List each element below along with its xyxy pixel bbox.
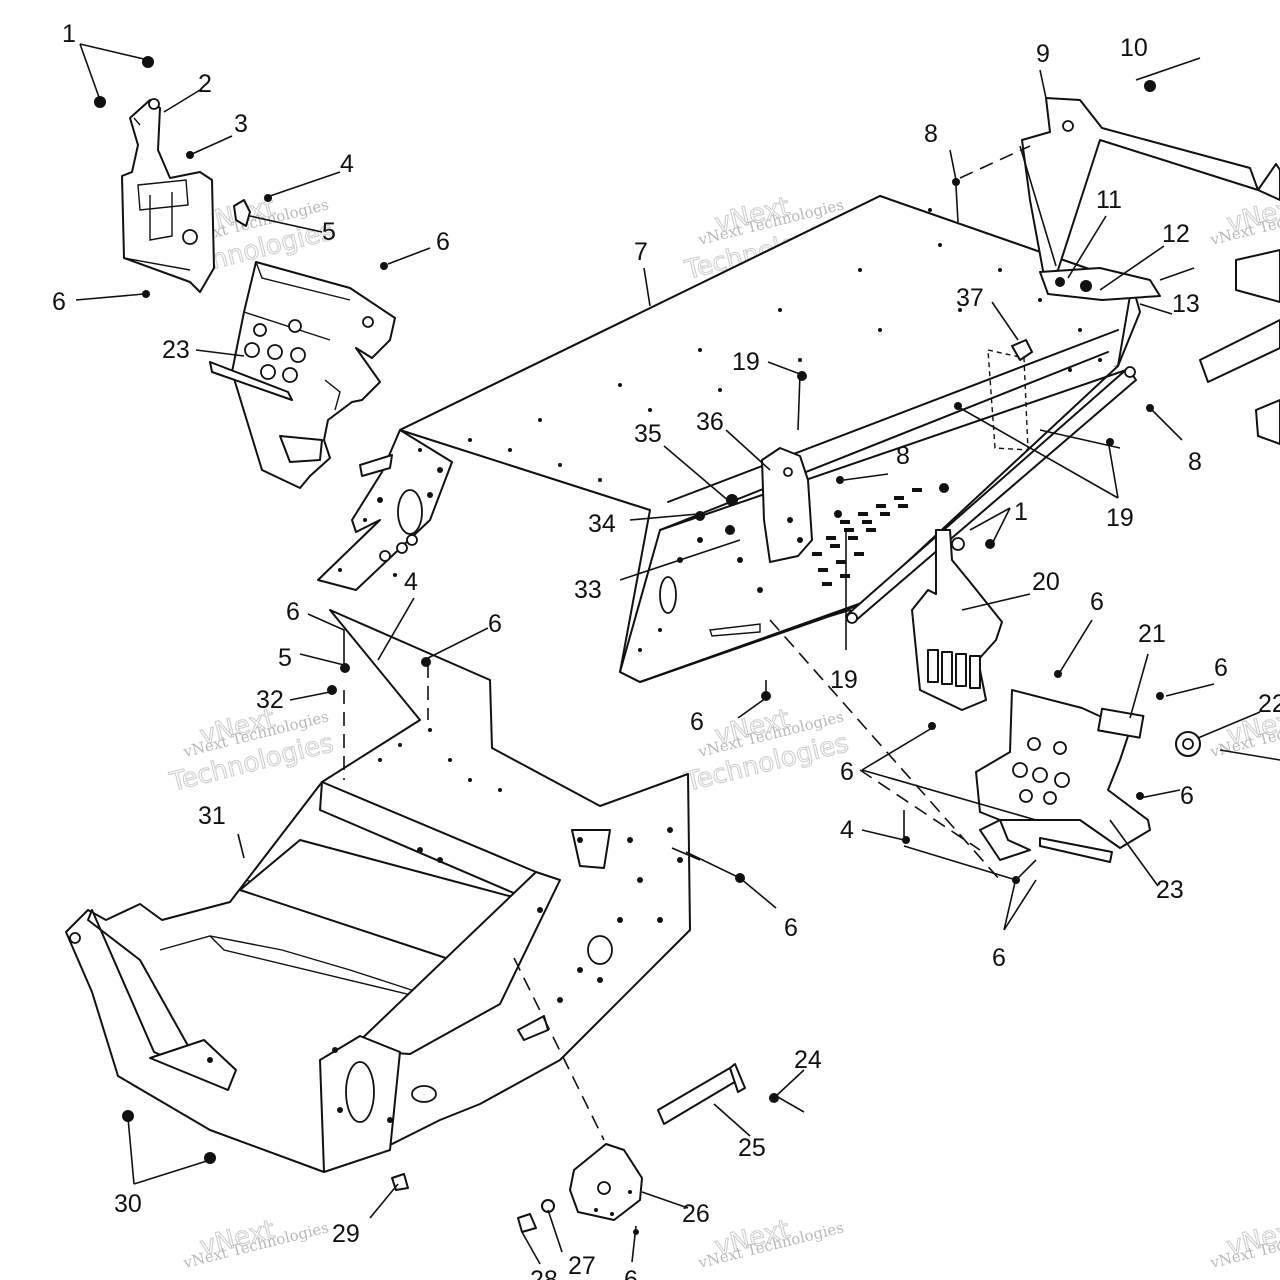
callout-5: 5	[322, 218, 336, 246]
callout-28: 28	[530, 1266, 558, 1280]
callout-2: 2	[198, 70, 212, 98]
callout-22: 22	[1258, 690, 1280, 718]
callout-8: 8	[896, 442, 910, 470]
callout-labels: 1 2 3 4 5 6 6 23 7 8 9 10 11 12 13 37 19…	[52, 20, 1280, 1280]
right-rear-bracket	[975, 689, 1201, 863]
left-rear-bracket	[209, 261, 396, 489]
callout-6: 6	[624, 1266, 638, 1280]
callout-19: 19	[1106, 504, 1134, 532]
callout-6: 6	[436, 228, 450, 256]
main-tunnel	[317, 195, 1141, 683]
callout-36: 36	[696, 408, 724, 436]
callout-8: 8	[924, 120, 938, 148]
tunnel-rivet-holes	[338, 208, 1102, 652]
callout-19: 19	[830, 666, 858, 694]
callout-30: 30	[114, 1190, 142, 1218]
callout-21: 21	[1138, 620, 1166, 648]
callout-1: 1	[62, 20, 76, 48]
callout-29: 29	[332, 1220, 360, 1248]
right-mount-bracket	[911, 529, 1003, 711]
callout-4: 4	[840, 816, 854, 844]
callout-8: 8	[1188, 448, 1202, 476]
callout-6: 6	[52, 288, 66, 316]
callout-6: 6	[1180, 782, 1194, 810]
callout-6: 6	[840, 758, 854, 786]
callout-6: 6	[690, 708, 704, 736]
callout-26: 26	[682, 1200, 710, 1228]
callout-3: 3	[234, 110, 248, 138]
callout-4: 4	[340, 150, 354, 178]
callout-6: 6	[784, 914, 798, 942]
callout-37: 37	[956, 284, 984, 312]
callout-12: 12	[1162, 220, 1190, 248]
callout-32: 32	[256, 686, 284, 714]
callout-5: 5	[278, 644, 292, 672]
callout-11: 11	[1096, 186, 1122, 214]
callout-19: 19	[732, 348, 760, 376]
fastener-group-left	[94, 56, 388, 298]
callout-6: 6	[1090, 588, 1104, 616]
callout-10: 10	[1120, 34, 1148, 62]
callout-6: 6	[286, 598, 300, 626]
callout-6: 6	[1214, 654, 1228, 682]
callout-20: 20	[1032, 568, 1060, 596]
callout-35: 35	[634, 420, 662, 448]
callout-9: 9	[1036, 40, 1050, 68]
leader-lines	[75, 43, 1280, 1265]
callout-33: 33	[574, 576, 602, 604]
callout-7: 7	[634, 238, 648, 266]
callout-23: 23	[1156, 876, 1184, 904]
side-plate-26	[569, 1143, 643, 1221]
right-rail-bracket	[1039, 249, 1280, 445]
left-mount-bracket	[121, 98, 215, 293]
callout-31: 31	[198, 802, 226, 830]
tunnel-vent-holes	[812, 488, 922, 586]
callout-24: 24	[794, 1046, 822, 1074]
callout-23: 23	[162, 336, 190, 364]
callout-13: 13	[1172, 290, 1200, 318]
small-fasteners	[122, 80, 1164, 1235]
callout-34: 34	[588, 510, 616, 538]
rear-flap-bracket	[1021, 97, 1280, 277]
small-bracket-25	[657, 1063, 746, 1125]
front-skid-frame	[65, 609, 691, 1173]
callout-25: 25	[738, 1134, 766, 1162]
callout-6: 6	[992, 944, 1006, 972]
callout-4: 4	[404, 568, 418, 596]
callout-1: 1	[1014, 498, 1028, 526]
callout-27: 27	[568, 1252, 596, 1280]
callout-6: 6	[488, 610, 502, 638]
